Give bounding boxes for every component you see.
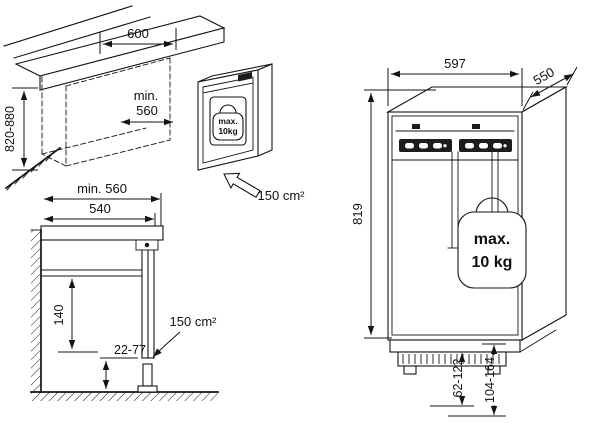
foot-right [487,365,501,375]
vent-area-label-section: 150 cm² [170,314,218,329]
dim-niche-depth-min-label: min. [134,88,159,103]
dim-floor-gap: 22-77 [100,343,146,389]
hinge-rail-left [399,139,452,152]
airflow-arrow-section: 150 cm² [152,314,218,358]
foot-base [137,385,158,393]
dim-section-depth: min. 560 [44,181,162,226]
section-view: min. 560 540 140 [30,181,219,401]
weight-value-label: 10 kg [472,254,513,271]
dim-plinth-gap-large: 104-164 [448,343,506,417]
wall-hatch [30,229,42,393]
worktop-section [40,225,164,241]
worktop [14,15,226,91]
wall-edges [3,5,151,59]
weight-max-label-small: max. [218,116,237,126]
floor-hatch [30,391,219,401]
appliance-view: max. 10 kg [350,56,578,417]
vent-area-label-niche: 150 cm² [258,188,306,203]
floor-edge [4,146,62,191]
dim-niche-depth: min. 560 [121,88,173,126]
foot-left [403,365,417,375]
dim-rear-height-label: 140 [52,305,66,326]
weight-value-label-small: 10kg [218,126,237,136]
dim-rear-height: 140 [52,279,98,353]
dim-plinth-gap-small-label: 62-122 [451,358,465,397]
dim-appliance-height-label: 819 [350,203,365,225]
dim-appliance-width: 597 [387,56,523,106]
appliance-side-face [521,86,567,341]
dim-worktop-depth: 540 [44,201,156,226]
dim-worktop-depth-label: 540 [89,201,111,216]
dim-plinth-gap-small: 62-122 [430,351,474,407]
appliance-box: max. 10kg [197,63,273,171]
dim-section-depth-label: min. 560 [77,181,127,196]
weight-max-label: max. [474,231,510,248]
dim-niche-height-label: 820-880 [3,106,17,152]
dim-niche-height: 820-880 [3,87,38,171]
airflow-arrow-niche [223,172,261,199]
plinth-vent-grille [389,329,557,375]
niche-outline-dashed [41,57,171,167]
appliance-section [40,239,159,393]
dim-appliance-width-label: 597 [444,56,466,71]
foot-section [142,363,153,387]
dim-niche-width: 600 [99,26,177,54]
niche-view: 600 min. 560 820-880 [3,5,306,203]
dim-appliance-height: 819 [350,89,436,339]
dim-niche-depth-value-label: 560 [136,103,158,118]
dim-floor-gap-label: 22-77 [114,343,146,357]
hinge-block [238,72,252,82]
dim-niche-width-label: 600 [127,26,149,41]
hinge-rail-right [459,139,512,152]
weight-limit-icon-small: max. 10kg [209,96,247,146]
weight-limit-icon: max. 10 kg [457,197,527,289]
dim-plinth-gap-large-label: 104-164 [483,357,497,403]
